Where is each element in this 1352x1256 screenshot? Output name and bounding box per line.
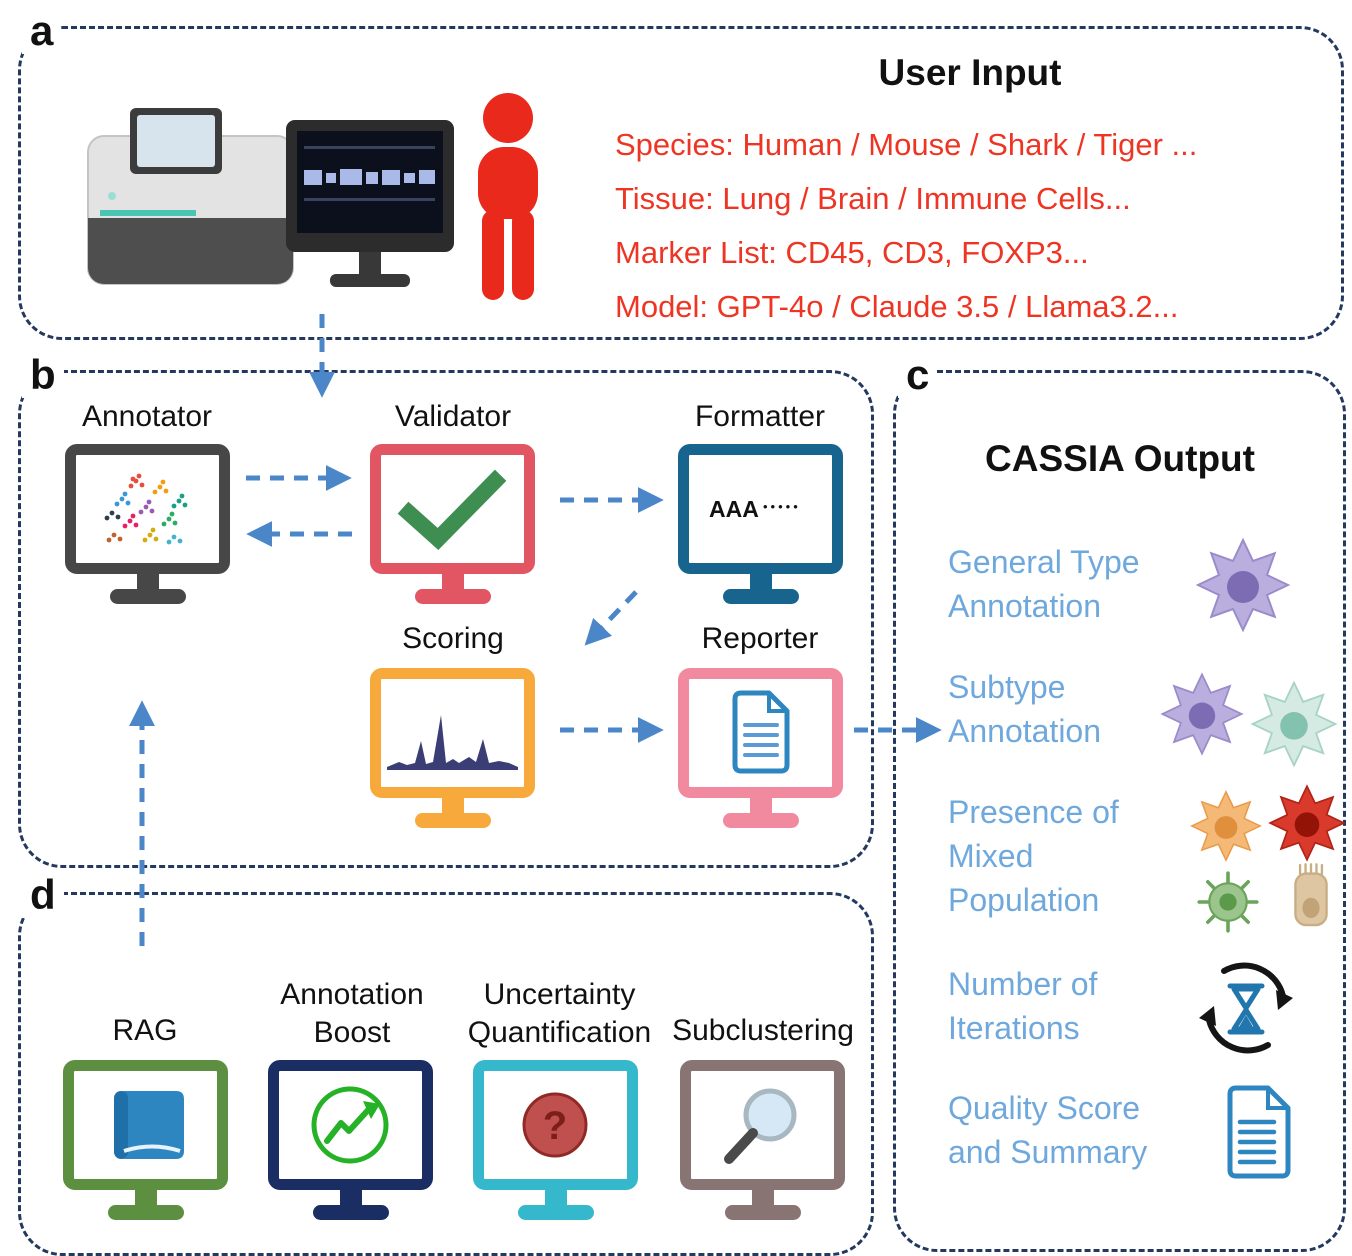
subclustering-screen [680,1060,845,1190]
uncertainty-monitor: ? [473,1060,638,1220]
output-item-subtype: Subtype Annotation [948,669,1102,749]
monitor-base [107,1205,184,1220]
mixed-cell-epithelial-icon [1294,863,1328,927]
svg-text:AAA: AAA [709,496,759,522]
checkmark-icon [397,469,507,551]
aaa-text-icon: AAA ••••• [709,496,801,522]
monitor-base [109,589,186,604]
reporter-label: Reporter [701,622,819,655]
monitor-base [414,589,491,604]
validator-monitor [370,444,535,604]
output-item-quality: Quality Score and Summary [948,1090,1148,1170]
monitor-stand [749,574,772,589]
magnifier-icon [724,1088,797,1164]
svg-text:•••••: ••••• [763,499,801,514]
mixed-cell-green-icon [1197,871,1259,933]
scoring-screen [370,668,535,798]
summary-document-icon [1227,1085,1291,1179]
formatter-label: Formatter [694,400,826,433]
general-type-cell-icon [1195,537,1291,633]
annotator-label: Annotator [81,400,213,433]
reporter-monitor [678,668,843,828]
monitor-stand [544,1190,567,1205]
monitor-stand [749,798,772,813]
panel-tag-c: c [898,352,938,398]
input-line-model: Model: GPT-4o / Claude 3.5 / Llama3.2... [615,289,1179,324]
subtype-cell-teal-icon [1250,680,1338,768]
report-document-icon [732,690,790,774]
rag-label: RAG [112,1014,178,1047]
monitor-base [722,813,799,828]
monitor-stand [441,798,464,813]
panel-tag-b: b [22,352,64,398]
input-line-markers: Marker List: CD45, CD3, FOXP3... [615,235,1089,270]
monitor-stand [751,1190,774,1205]
scoring-label: Scoring [402,622,504,655]
annotator-screen [65,444,230,574]
input-line-species: Species: Human / Mouse / Shark / Tiger .… [615,127,1198,162]
panel-agents [18,370,874,868]
mixed-cell-orange-icon [1190,790,1262,862]
question-icon: ? [522,1092,588,1158]
sequencer-icon [87,108,454,287]
monitor-stand [136,574,159,589]
panel-tag-a: a [22,8,62,54]
annotation-boost-screen [268,1060,433,1190]
signal-plot-icon [387,715,518,770]
monitor-base [312,1205,389,1220]
panel-user-input [18,26,1344,340]
tsne-scatter-icon [104,473,188,545]
boost-chart-icon [311,1086,389,1164]
rag-screen [63,1060,228,1190]
monitor-base [414,813,491,828]
svg-text:?: ? [543,1104,567,1148]
subclustering-label: Subclustering [672,1014,854,1047]
hourglass-cycle-icon [1199,962,1293,1054]
panel-cassia-output [893,370,1346,1252]
reporter-screen [678,668,843,798]
annotation-boost-label: Annotation Boost [280,978,424,1049]
user-input-title: User Input [878,52,1062,93]
uncertainty-label: Uncertainty Quantification [467,978,652,1049]
desktop-monitor-icon [286,120,454,287]
input-line-tissue: Tissue: Lung / Brain / Immune Cells... [615,181,1131,216]
monitor-stand [441,574,464,589]
rag-monitor [63,1060,228,1220]
panel-extensions [18,892,874,1256]
output-item-mixed-population: Presence of Mixed Population [948,794,1119,918]
annotator-monitor [65,444,230,604]
monitor-stand [134,1190,157,1205]
output-item-general-type: General Type Annotation [948,544,1140,624]
monitor-stand [339,1190,362,1205]
formatter-monitor: AAA ••••• [678,444,843,604]
uncertainty-screen: ? [473,1060,638,1190]
validator-screen [370,444,535,574]
scoring-monitor [370,668,535,828]
monitor-base [724,1205,801,1220]
output-item-iterations: Number of Iterations [948,966,1098,1046]
monitor-base [722,589,799,604]
monitor-base [517,1205,594,1220]
mixed-cell-red-icon [1268,784,1346,862]
cassia-output-title: CASSIA Output [985,438,1255,479]
user-icon [478,93,538,300]
subtype-cell-purple-icon [1160,672,1244,756]
formatter-screen: AAA ••••• [678,444,843,574]
annotation-boost-monitor [268,1060,433,1220]
validator-label: Validator [394,400,512,433]
panel-tag-d: d [22,872,64,918]
subclustering-monitor [680,1060,845,1220]
book-icon [114,1091,184,1159]
user-input-lines: Species: Human / Mouse / Shark / Tiger .… [615,118,1335,334]
